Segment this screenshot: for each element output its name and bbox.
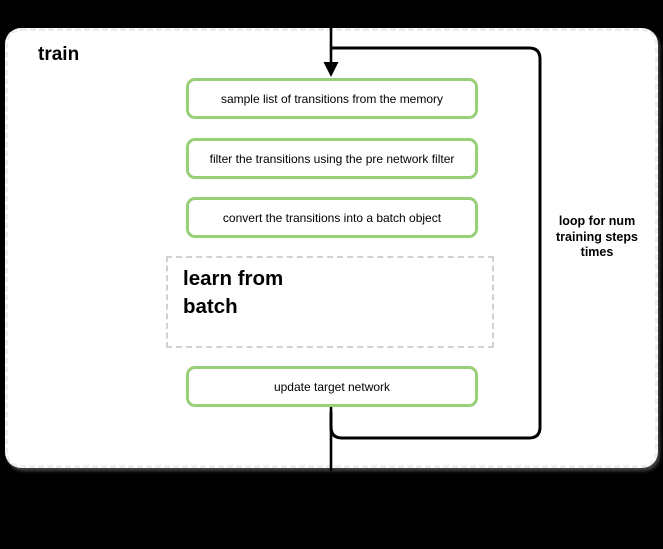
step-convert-batch-label: convert the transitions into a batch obj… [222, 210, 442, 225]
step-convert-batch: convert the transitions into a batch obj… [186, 197, 478, 238]
subroutine-learn-from-batch-label: learn from batch [183, 267, 284, 318]
loop-annotation: loop for num training steps times [556, 214, 638, 259]
step-filter-transitions: filter the transitions using the pre net… [186, 138, 478, 179]
step-sample-transitions: sample list of transitions from the memo… [186, 78, 478, 119]
step-sample-transitions-label: sample list of transitions from the memo… [220, 91, 444, 106]
subroutine-learn-from-batch: learn from batch [166, 256, 494, 348]
step-filter-transitions-label: filter the transitions using the pre net… [209, 151, 455, 166]
train-group-label: train [38, 44, 80, 65]
step-update-target-network-label: update target network [273, 379, 391, 394]
step-update-target-network: update target network [186, 366, 478, 407]
